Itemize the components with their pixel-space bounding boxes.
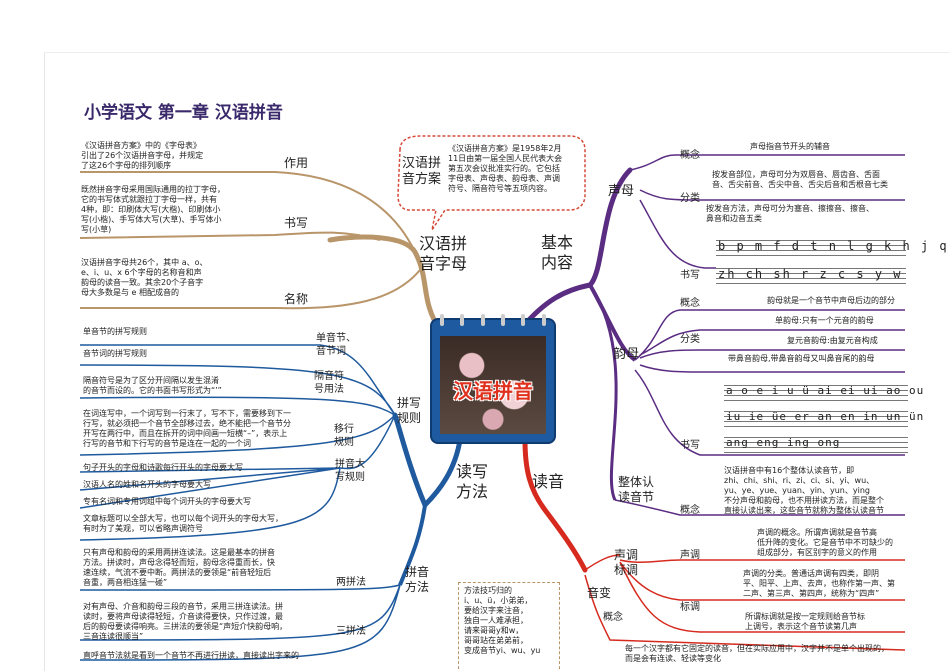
pinxie-item-1-text: 单音节的拼写规则: [83, 327, 147, 336]
shengmu-row1: b p m f d t n l g k h j q x: [718, 239, 950, 253]
branch-zimu-mingcheng: [80, 269, 421, 310]
fangan-label: 汉语拼 音方案: [402, 156, 442, 188]
yunmu-gainian-label: 概念: [680, 298, 700, 309]
fangan-text: 《汉语拼音方案》是1958年2月 11日由第一届全国人民代表大会 第五次会议批准…: [448, 144, 563, 193]
zuoyong-text: 《汉语拼音方案》中的《字母表》 引出了26个汉语拼音字母，并规定 了这26个字母…: [81, 141, 204, 170]
branch-duxie-label: 读写 方法: [456, 462, 489, 501]
shengmu-label: 声母: [608, 184, 635, 199]
fangfa-box: [458, 582, 560, 671]
shengmu-gainian-label: 概念: [680, 150, 700, 161]
yunmu-writing-lines-2: [724, 407, 908, 427]
yunmu-fenlei1: 单韵母:只有一个元音的韵母: [775, 316, 874, 325]
yunmu-row1: a o e i u ü ai ei ui ao ou: [726, 384, 925, 397]
shengdiao-bd: 所谓标调就是按一定规则给音节标 上调号，表示这个音节读第几声: [745, 612, 865, 631]
shengmu-writing-lines-1: [716, 236, 906, 256]
yinbian-text: 每一个汉字都有它固定的读音，但在实际应用中，汉字并不是单个出现的， 而是会有连读…: [625, 644, 889, 663]
pinxie-item-8-text: 文章标题可以全部大写，也可以每个词开头的字母大写， 有时为了美观，可以省略声调符…: [83, 514, 283, 533]
pinxie-item-3-text: 隔音符号是为了区分开间隔以发生混淆 的音节而设的。它的书面书写形式为“’”: [83, 376, 222, 395]
shengmu-row2: zh ch sh r z c s y w: [718, 267, 903, 281]
fangfa-text: 方法技巧归的 i、u、ü，小弟弟， 要给汉字来注音， 独自一人难承担， 请来哥哥…: [464, 586, 541, 655]
mingcheng-text: 汉语拼音字母共26个，其中 a、o、 e、i、u、x 6个字母的名称音和声 韵母…: [81, 258, 208, 297]
shengmu-shuxie-label: 书写: [680, 270, 700, 281]
zhengti-text: 汉语拼音中有16个整体认读音节，即 zhi、chi、shi、ri、zi、ci、s…: [724, 466, 884, 515]
pinyin-sub: [79, 584, 401, 661]
shengmu-fenlei1: 按发音部位，声母可分为双唇音、唇齿音、舌面 音、舌尖前音、舌尖中音、舌尖后音和舌…: [712, 170, 888, 189]
shengmu-fenlei2: 按发音方法，声母可分为塞音、擦擦音、擦音、 鼻音和边音五类: [706, 204, 874, 223]
yunmu-fenlei-label: 分类: [680, 334, 700, 345]
liangpin-label: 两拼法: [336, 577, 366, 588]
zhengti-label: 整体认 读音节: [618, 475, 655, 504]
yunmu-fenlei2: 复元音韵母:由复元音构成: [787, 336, 878, 345]
pinxie-item-4-label: 移行 规则: [334, 424, 354, 448]
branch-jiben-label: 基本 内容: [541, 233, 574, 272]
branch-pinyin-trunk: [398, 504, 427, 586]
yunmu-writing-lines-1: [724, 381, 908, 401]
center-label: 汉语拼音: [453, 379, 533, 403]
branch-zimu-shuxie: [79, 231, 381, 241]
yunmu-row2: iu ie üe er an en in un ün: [726, 410, 925, 423]
yinbian-label: 音变: [587, 586, 612, 600]
pinxie-item-5-label: 拼音大 写规则: [335, 459, 365, 483]
yunmu-label: 韵母: [613, 347, 640, 362]
center-node: 汉语拼音: [430, 314, 556, 444]
shengdiao-sd2: 声调的分类。普通话声调有四类，即阴 平、阳平、上声、去声，也称作第一声、第 二声…: [743, 569, 895, 598]
blossom-image: [440, 336, 546, 434]
shengdiao-bd-label: 标调: [680, 602, 700, 613]
calendar-rings-icon: [432, 314, 554, 326]
pinxie-item-1-label: 单音节、 音节词: [316, 333, 356, 357]
zuoyong-label: 作用: [284, 156, 309, 170]
pinxie-sub: [79, 344, 396, 541]
zhengti-sub: [614, 499, 905, 516]
shengmu-fenlei-label: 分类: [680, 193, 700, 204]
yunmu-writing-lines-3: [724, 433, 908, 453]
branch-zimu-zuoyong: [80, 171, 416, 253]
shengdiao-sd-label: 声调: [680, 550, 700, 561]
pinxie-label: 拼写 规则: [397, 396, 422, 425]
pinxie-item-3-label: 隔音符 号用法: [314, 371, 344, 395]
branch-duyin-trunk: [522, 437, 588, 573]
yunmu-gainian: 韵母就是一个音节中声母后边的部分: [767, 296, 895, 305]
shengmu-writing-lines-2: [716, 264, 906, 284]
pinxie-item-7-text: 专有名词和专用词组中每个词开头的字母要大写: [83, 497, 251, 506]
shengmu-sub: [629, 154, 905, 269]
shengdiao-sd1: 声调的概念。所谓声调就是音节高 低升降的变化。它是音节中不可缺少的 组成部分，有…: [757, 528, 893, 557]
yunmu-row3: ang eng ing ong: [726, 436, 841, 449]
shengmu-gainian: 声母指音节开头的辅音: [750, 142, 830, 151]
shuxie-label: 书写: [284, 216, 309, 230]
fangan-bubble: [397, 135, 586, 231]
branch-zhengti-trunk: [588, 284, 618, 501]
branch-duyin-label: 读音: [532, 472, 565, 491]
page-title: 小学语文 第一章 汉语拼音: [84, 103, 283, 123]
duyin-sub: [584, 554, 906, 651]
branch-zimu-label: 汉语拼 音字母: [419, 234, 468, 273]
pinxie-item-2-text: 音节词的拼写规则: [83, 349, 147, 358]
pinxie-item-5-text: 句子开头的字母和诗歌每行开头的字母要大写: [83, 463, 243, 472]
zhengti-gainian-label: 概念: [680, 505, 700, 516]
zhihu-text: 直呼音节法就是看到一个音节不再进行拼读，直接读出字来的: [83, 651, 299, 660]
yinbian-gainian-label: 概念: [603, 612, 623, 623]
pinyin-fangfa-label: 拼音 方法: [405, 565, 430, 594]
sanpin-label: 三拼法: [336, 626, 366, 637]
yunmu-shuxie-label: 书写: [680, 440, 700, 451]
yunmu-fenlei3: 带鼻音韵母,带鼻音韵母又叫鼻音尾的韵母: [728, 354, 875, 363]
branch-duxie-trunk: [392, 412, 463, 510]
pinxie-item-6-text: 汉语人名的姓和名开头的字母要大写: [83, 480, 211, 489]
shuxie-text: 既然拼音字母采用国际通用的拉丁字母， 它的书写体式就跟拉丁字母一样，共有 4种，…: [81, 185, 225, 234]
mingcheng-label: 名称: [284, 292, 309, 306]
pinxie-item-4-text: 在词连写中，一个词写到一行末了，写不下，需要移到下一 行写，就必须把一个音节全部…: [83, 409, 291, 448]
branch-jiben-trunk: [517, 167, 633, 333]
yunmu-sub: [634, 309, 905, 456]
shengdiao-label: 声调 标调: [614, 548, 639, 577]
liangpin-text: 只有声母和韵母的采用两拼连读法。这是最基本的拼音 方法。拼读时，声母念得轻而短，…: [83, 548, 275, 587]
sanpin-text: 对有声母、介音和韵母三段的音节，采用三拼连读法。拼 读时，要将声母读得轻短，介音…: [83, 602, 288, 641]
